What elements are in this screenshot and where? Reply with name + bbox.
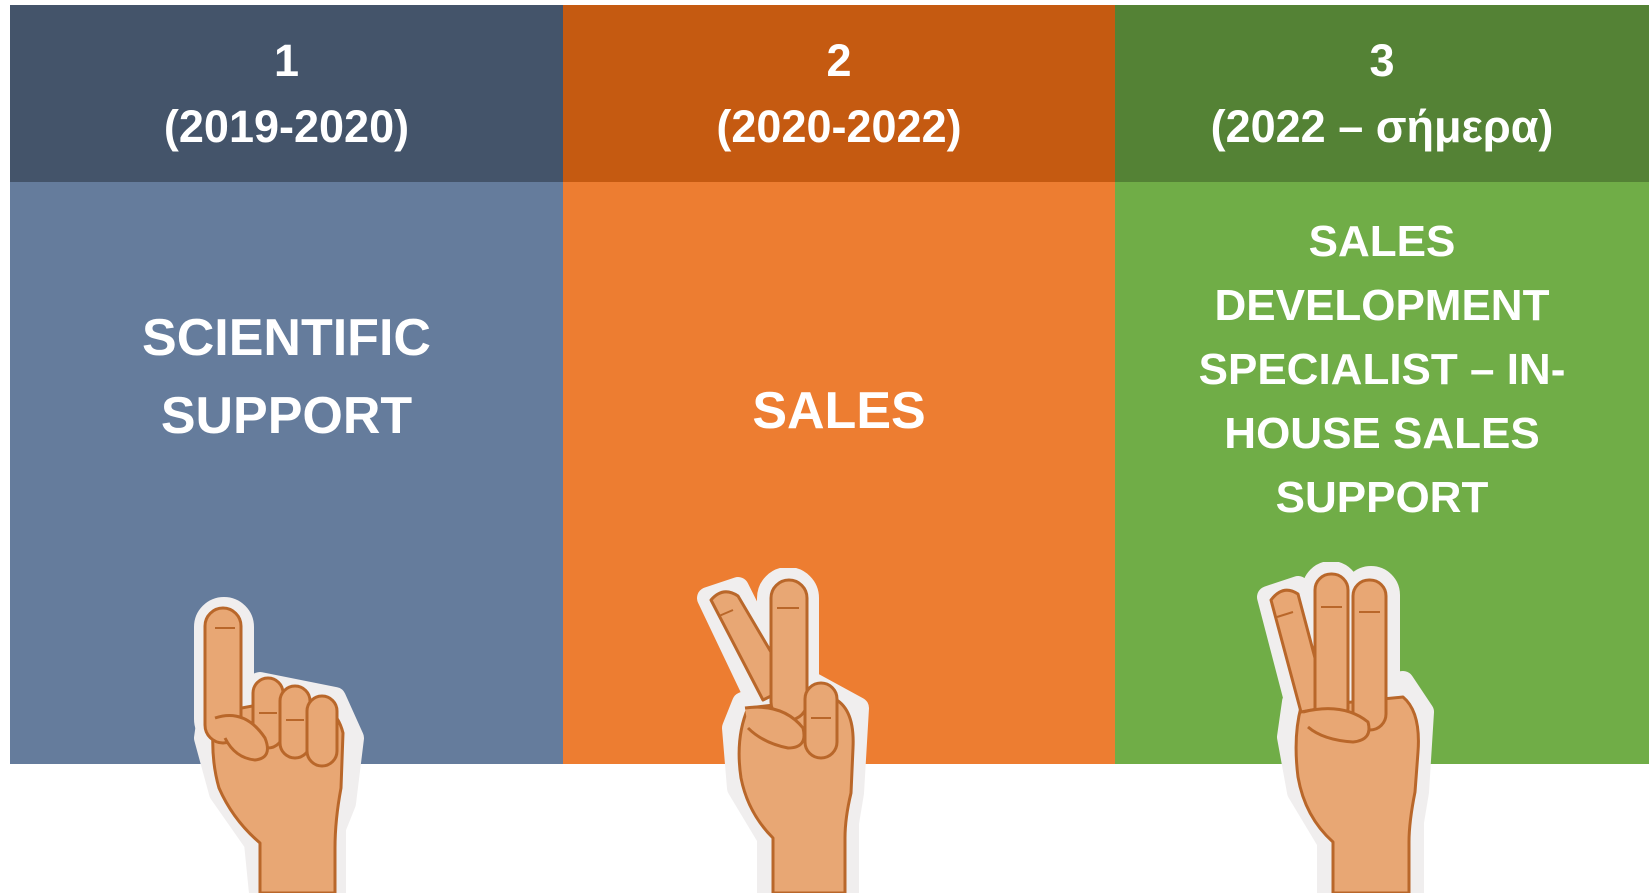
stage-title-line: SALES	[752, 382, 926, 440]
stage-title-line: SUPPORT	[160, 387, 413, 445]
one-finger-hand-icon	[194, 597, 364, 893]
stage-title-line: DEVELOPMENT	[1214, 281, 1550, 330]
stage-title-line: SUPPORT	[1275, 473, 1489, 522]
stage-body-2: SALES	[563, 182, 1115, 764]
stage-period-3: (2022 – σήμερα)	[1210, 100, 1554, 152]
stage-number-1: 1	[273, 34, 300, 86]
stage-number-2: 2	[826, 34, 852, 86]
stage-title-line: SCIENTIFIC	[142, 309, 431, 367]
stage-body-1: SCIENTIFIC SUPPORT	[10, 182, 563, 764]
stage-title-line: SPECIALIST – IN-	[1198, 345, 1566, 394]
stage-header-3: 3 (2022 – σήμερα)	[1115, 5, 1649, 182]
stage-header-2: 2 (2020-2022)	[563, 5, 1115, 182]
stage-header-1: 1 (2019-2020)	[10, 5, 563, 182]
stage-title-line: HOUSE SALES	[1224, 409, 1540, 458]
three-fingers-hand-icon	[1257, 562, 1434, 893]
stage-column-2: 2 (2020-2022) SALES	[563, 5, 1115, 764]
stage-period-1: (2019-2020)	[163, 100, 410, 152]
stage-period-2: (2020-2022)	[716, 100, 962, 152]
stage-number-3: 3	[1369, 34, 1395, 86]
two-fingers-hand-icon	[697, 568, 869, 893]
stage-title-line: SALES	[1308, 217, 1456, 266]
stage-column-1: 1 (2019-2020) SCIENTIFIC SUPPORT	[10, 5, 563, 764]
